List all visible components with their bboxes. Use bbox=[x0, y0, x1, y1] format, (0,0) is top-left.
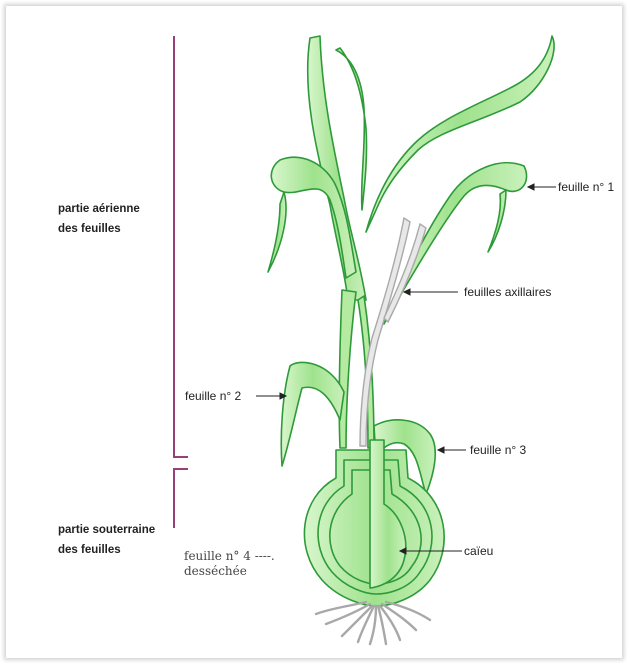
roots bbox=[316, 602, 430, 644]
top-right-leaf bbox=[366, 36, 554, 232]
dried-label: desséchée bbox=[184, 564, 247, 578]
right-curl-leaf-1-tip bbox=[488, 190, 506, 252]
underground-region-label: partie souterraine des feuilles bbox=[58, 520, 155, 560]
leaf3-label: feuille n° 3 bbox=[470, 443, 526, 457]
leaf1-label: feuille n° 1 bbox=[558, 180, 614, 194]
bulblet-label: caïeu bbox=[464, 544, 493, 558]
leaves bbox=[268, 36, 554, 606]
leaf4-label: feuille n° 4 ----. bbox=[184, 549, 275, 563]
left-hanging-leaf bbox=[268, 192, 286, 272]
leaf-2 bbox=[281, 362, 344, 466]
aerial-region-label: partie aérienne des feuilles bbox=[58, 199, 140, 239]
axillary-leaves-label: feuilles axillaires bbox=[464, 285, 551, 299]
region-brackets bbox=[174, 36, 188, 528]
underground-bracket bbox=[174, 469, 188, 528]
stem bbox=[339, 290, 356, 448]
leaf2-label: feuille n° 2 bbox=[185, 389, 241, 403]
